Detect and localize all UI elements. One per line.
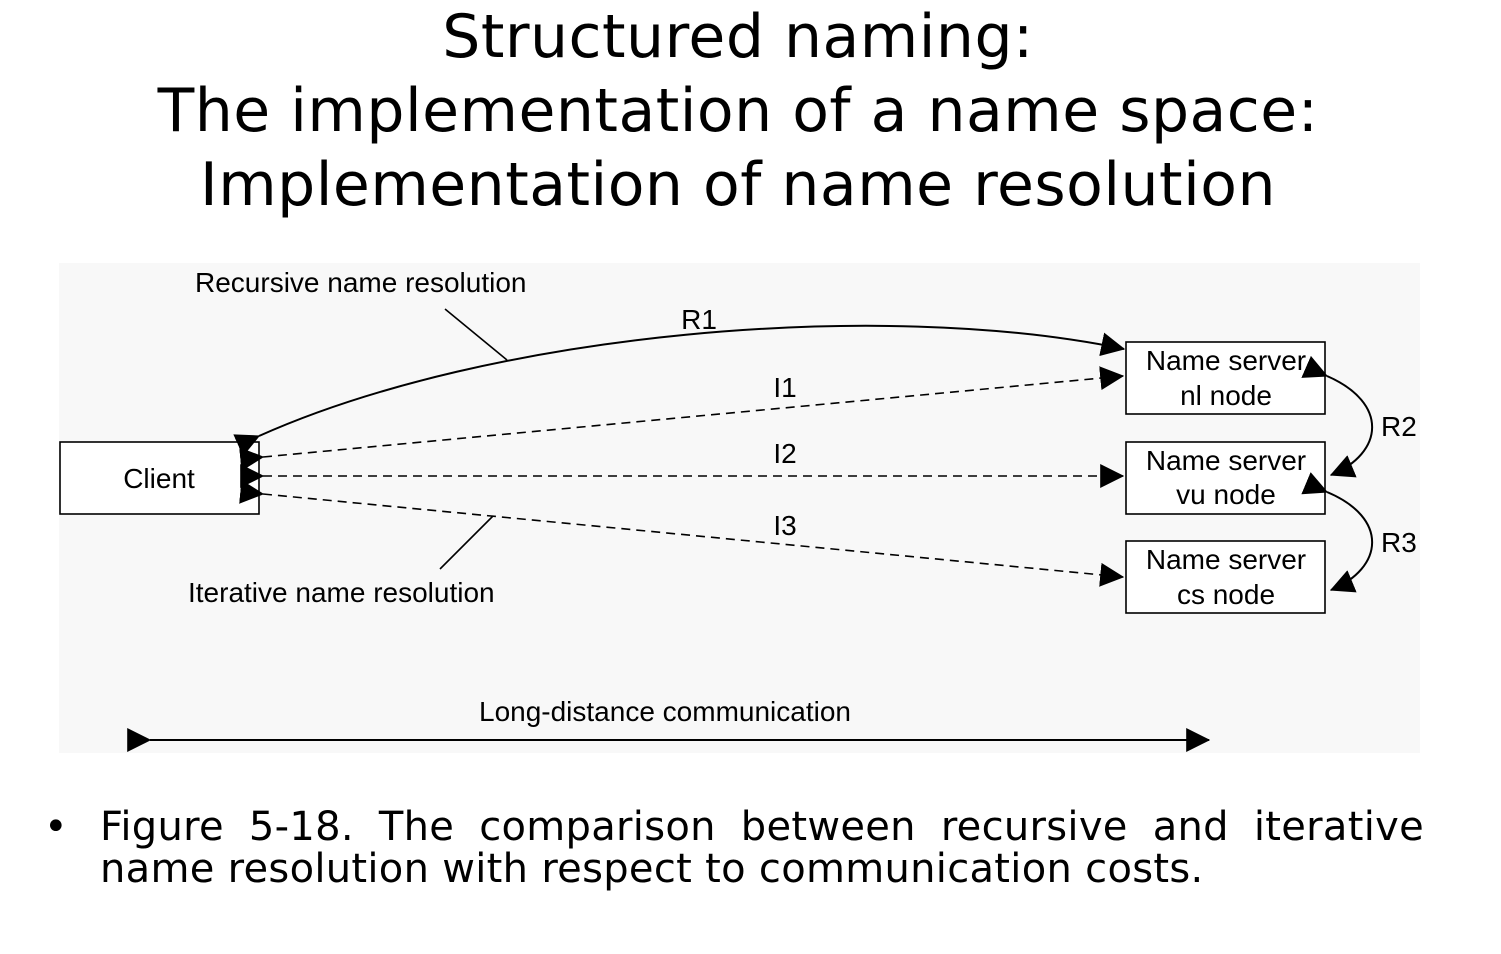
figure-caption: • Figure 5-18. The comparison between re… (44, 806, 1424, 890)
client-node: Client (59, 441, 260, 515)
title-line-2: The implementation of a name space: (157, 76, 1319, 146)
label-i2: I2 (773, 438, 796, 469)
name-server-nl-line1: Name server (1146, 345, 1306, 376)
name-server-nl-line2: nl node (1180, 380, 1272, 411)
long-distance-label: Long-distance communication (479, 696, 851, 727)
name-server-vu: Name server vu node (1125, 441, 1326, 515)
name-server-cs-line2: cs node (1177, 579, 1275, 610)
name-server-cs-line1: Name server (1146, 544, 1306, 575)
name-server-cs-box (1125, 540, 1326, 614)
bullet-icon: • (44, 804, 68, 850)
recursive-pointer (444, 308, 508, 361)
name-server-vu-line1: Name server (1146, 445, 1306, 476)
name-server-nl: Name server nl node (1125, 341, 1326, 415)
name-server-vu-box (1125, 441, 1326, 515)
caption-text: Figure 5-18. The comparison between recu… (100, 804, 1424, 892)
name-server-nl-box (1125, 341, 1326, 415)
label-i1: I1 (773, 372, 796, 403)
arrow-r2 (1301, 355, 1374, 478)
iterative-label: Iterative name resolution (188, 577, 495, 608)
label-r1: R1 (681, 304, 717, 335)
label-i3: I3 (773, 510, 796, 541)
name-resolution-figure: Client Name server nl node Name server v… (59, 263, 1420, 753)
title-line-3: Implementation of name resolution (200, 150, 1276, 220)
slide-title: Structured naming: The implementation of… (0, 0, 1476, 222)
arrow-r1 (233, 324, 1126, 457)
client-label: Client (123, 463, 195, 494)
name-server-vu-line2: vu node (1176, 479, 1276, 510)
arrow-i3 (239, 479, 1125, 587)
client-box (59, 441, 260, 515)
title-line-1: Structured naming: (442, 2, 1034, 72)
label-r3: R3 (1381, 527, 1417, 558)
iterative-pointer (439, 515, 494, 570)
arrow-i1 (239, 366, 1125, 472)
label-r2: R2 (1381, 411, 1417, 442)
arrow-r3 (1301, 472, 1374, 593)
name-resolution-diagram: Client Name server nl node Name server v… (59, 267, 1417, 752)
recursive-label: Recursive name resolution (195, 267, 527, 298)
name-server-cs: Name server cs node (1125, 540, 1326, 614)
